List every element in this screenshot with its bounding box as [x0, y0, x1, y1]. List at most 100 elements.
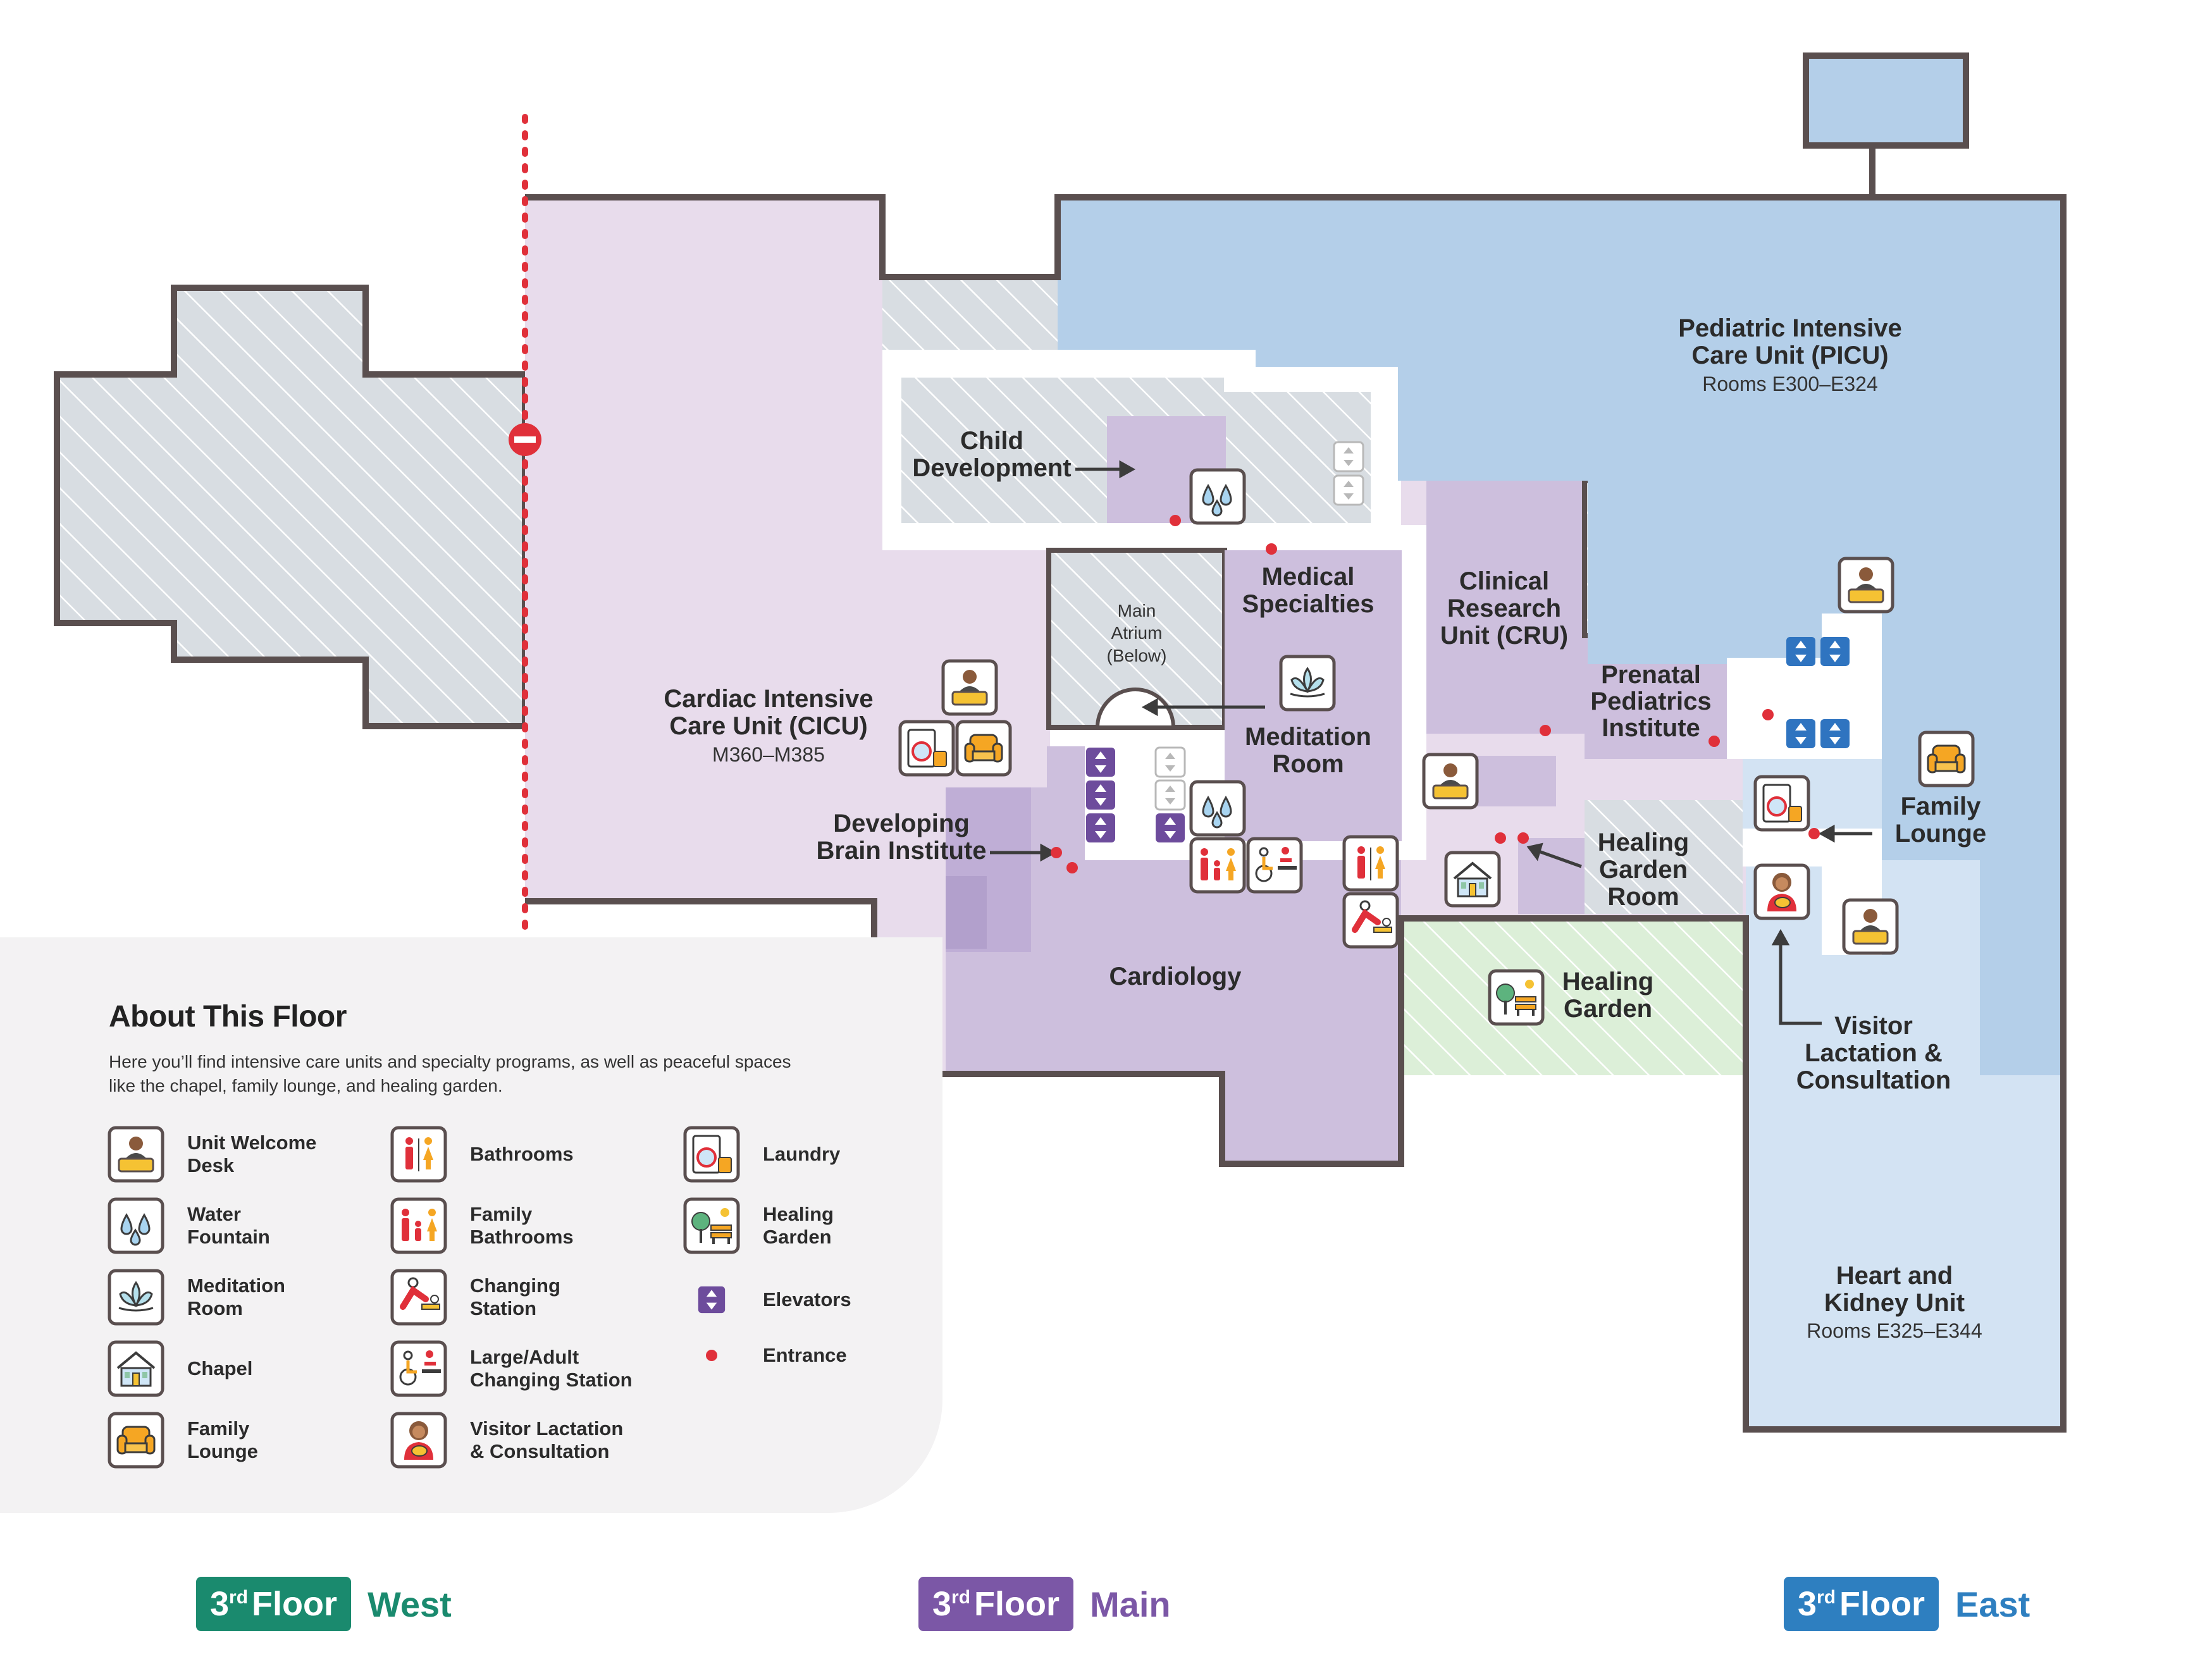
cru-label-2: Research	[1447, 595, 1561, 622]
entrance-dots	[1051, 515, 1820, 873]
adult-changing-icon	[390, 1340, 447, 1397]
heart-kidney-rooms: Rooms E325–E344	[1807, 1319, 1982, 1342]
legend-item-water-fountain: Water Fountain	[108, 1197, 270, 1254]
armchair-icon	[108, 1412, 164, 1469]
water-fountain-icon-2	[1191, 782, 1244, 835]
heart-kidney-area	[1860, 1075, 2063, 1429]
legend-item-adult-changing: Large/Adult Changing Station	[390, 1340, 633, 1397]
brain-label-1: Developing	[833, 810, 970, 837]
changing-station-icon	[1344, 894, 1397, 947]
legend-title: About This Floor	[109, 1000, 347, 1033]
family-lounge-label-2: Lounge	[1895, 820, 1986, 848]
legend-description: Here you’ll find intensive care units an…	[109, 1052, 791, 1095]
atrium-balcony	[1095, 688, 1176, 729]
legend-item-laundry: Laundry	[683, 1126, 840, 1183]
cardiology-label: Cardiology	[1109, 963, 1242, 990]
lactation-label-1: Visitor	[1834, 1012, 1913, 1040]
med-spec-label-2: Specialties	[1242, 590, 1374, 618]
east-rooftop	[1803, 52, 1969, 149]
water-fountain-icon	[108, 1197, 164, 1254]
legend-item-healing-garden: Healing Garden	[683, 1197, 834, 1254]
heart-kidney-label-1: Heart and	[1836, 1262, 1953, 1290]
laundry-icon	[683, 1126, 740, 1183]
legend-item-entrance: Entrance	[683, 1327, 847, 1384]
garden-room-label-1: Healing	[1598, 829, 1689, 856]
changing-station-icon	[390, 1269, 447, 1326]
welcome-desk-icon-4	[1844, 900, 1897, 953]
chapel-icon	[108, 1340, 164, 1397]
lactation-icon	[1755, 865, 1808, 918]
healing-garden-room-service	[1585, 800, 1743, 914]
family-bathroom-icon	[1191, 839, 1244, 892]
med-spec-label-1: Medical	[1262, 563, 1355, 591]
floor-wing-main: Main	[1090, 1584, 1171, 1624]
picu-rooms: Rooms E300–E324	[1702, 373, 1878, 395]
laundry-icon	[900, 722, 953, 775]
family-lounge-icon-2	[1920, 732, 1973, 786]
legend-item-lactation: Visitor Lactation & Consultation	[390, 1412, 623, 1469]
prenatal-label-2: Pediatrics	[1590, 688, 1711, 715]
floor-wing-east: East	[1955, 1584, 2030, 1624]
legend-item-changing-station: Changing Station	[390, 1269, 560, 1326]
entrance-dot-icon	[706, 1350, 717, 1361]
legend-item-meditation: Meditation Room	[108, 1269, 285, 1326]
pointer-arrows	[990, 460, 1872, 1025]
lotus-icon	[108, 1269, 164, 1326]
laundry-icon-2	[1755, 777, 1808, 830]
chapel-icon	[1446, 853, 1499, 906]
legend-item-family-bathrooms: Family Bathrooms	[390, 1197, 574, 1254]
west-wing-shape	[54, 285, 528, 729]
legend-item-bathrooms: Bathrooms	[390, 1126, 574, 1183]
atrium-label-3: (Below)	[1107, 646, 1167, 665]
healing-garden-room	[1518, 838, 1585, 914]
lactation-label-2: Lactation &	[1805, 1039, 1943, 1067]
floor-wing-west: West	[368, 1584, 452, 1624]
legend-item-chapel: Chapel	[108, 1340, 252, 1397]
cicu-label-1: Cardiac Intensive	[664, 685, 873, 713]
cru-label-3: Unit (CRU)	[1440, 622, 1568, 650]
bathroom-icon	[1344, 837, 1397, 890]
bathroom-icon	[390, 1126, 447, 1183]
healing-garden-icon	[683, 1197, 740, 1254]
welcome-desk-icon	[943, 661, 996, 714]
meditation-label-1: Meditation	[1245, 723, 1371, 751]
picu-label-1: Pediatric Intensive	[1678, 314, 1901, 342]
meditation-label-2: Room	[1272, 750, 1344, 778]
lactation-label-3: Consultation	[1796, 1066, 1951, 1094]
outer-walls	[525, 52, 2067, 1433]
healing-garden-icon	[1490, 971, 1543, 1024]
welcome-desk-icon	[108, 1126, 164, 1183]
prenatal-label-1: Prenatal	[1601, 661, 1701, 689]
legend-item-welcome-desk: Unit Welcome Desk	[108, 1126, 316, 1183]
picu-label-2: Care Unit (PICU)	[1691, 342, 1888, 369]
atrium-label-1: Main	[1118, 601, 1156, 620]
elevator-icon	[698, 1286, 726, 1314]
child-dev-label-2: Development	[912, 454, 1071, 482]
welcome-desk-icon-3	[1839, 558, 1893, 612]
garden-label-1: Healing	[1562, 968, 1653, 996]
clinical-research-area	[1426, 481, 1585, 734]
family-lounge-icon	[957, 722, 1010, 775]
prenatal-label-3: Institute	[1602, 714, 1700, 742]
atrium-label-2: Atrium	[1111, 623, 1163, 643]
meditation-icon	[1281, 657, 1334, 710]
lactation-icon	[390, 1412, 447, 1469]
developing-brain-sub	[946, 876, 987, 949]
cicu-label-2: Care Unit (CICU)	[669, 712, 867, 740]
family-lounge-label-1: Family	[1901, 792, 1981, 820]
garden-room-label-2: Garden	[1599, 856, 1688, 884]
brain-label-2: Brain Institute	[817, 837, 987, 865]
service-area	[882, 277, 1060, 350]
heart-kidney-label-2: Kidney Unit	[1824, 1289, 1965, 1317]
water-fountain-icon	[1191, 470, 1244, 523]
legend-item-elevators: Elevators	[683, 1271, 851, 1328]
no-entry-icon	[509, 423, 541, 456]
legend-item-family-lounge: Family Lounge	[108, 1412, 258, 1469]
